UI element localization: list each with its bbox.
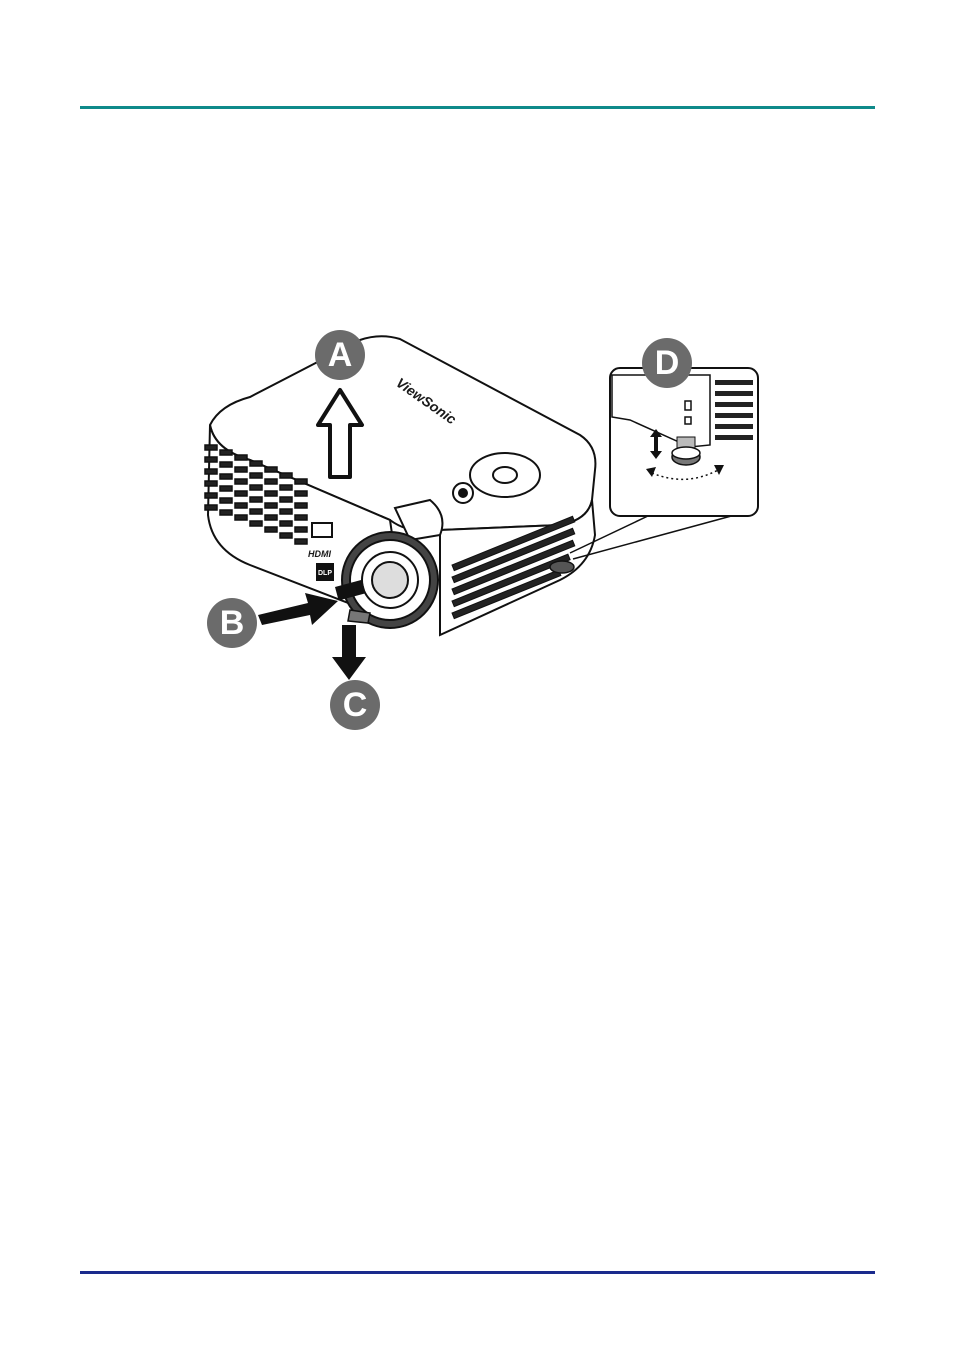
callout-b-label: B	[220, 604, 245, 642]
inset-detail-d: D	[570, 338, 758, 559]
callout-d-label: D	[655, 344, 680, 382]
projector-adjustment-figure: HDMI DLP ViewSonic A B C	[190, 325, 770, 745]
dlp-label: DLP	[318, 570, 332, 577]
projector-diagram: HDMI DLP ViewSonic A B C	[190, 325, 770, 745]
callout-a-label: A	[328, 336, 353, 374]
callout-c-label: C	[343, 686, 368, 724]
arrow-right-b	[258, 593, 338, 625]
ir-receiver	[312, 523, 332, 537]
callout-d: D	[642, 338, 692, 388]
callout-c: C	[330, 680, 380, 730]
hdmi-label: HDMI	[308, 549, 331, 559]
rear-foot	[550, 561, 574, 573]
header-rule	[80, 106, 875, 109]
footer-rule	[80, 1271, 875, 1274]
arrow-down-c	[332, 625, 366, 680]
callout-b: B	[207, 598, 257, 648]
callout-a: A	[315, 330, 365, 380]
elevator-foot	[348, 610, 370, 623]
